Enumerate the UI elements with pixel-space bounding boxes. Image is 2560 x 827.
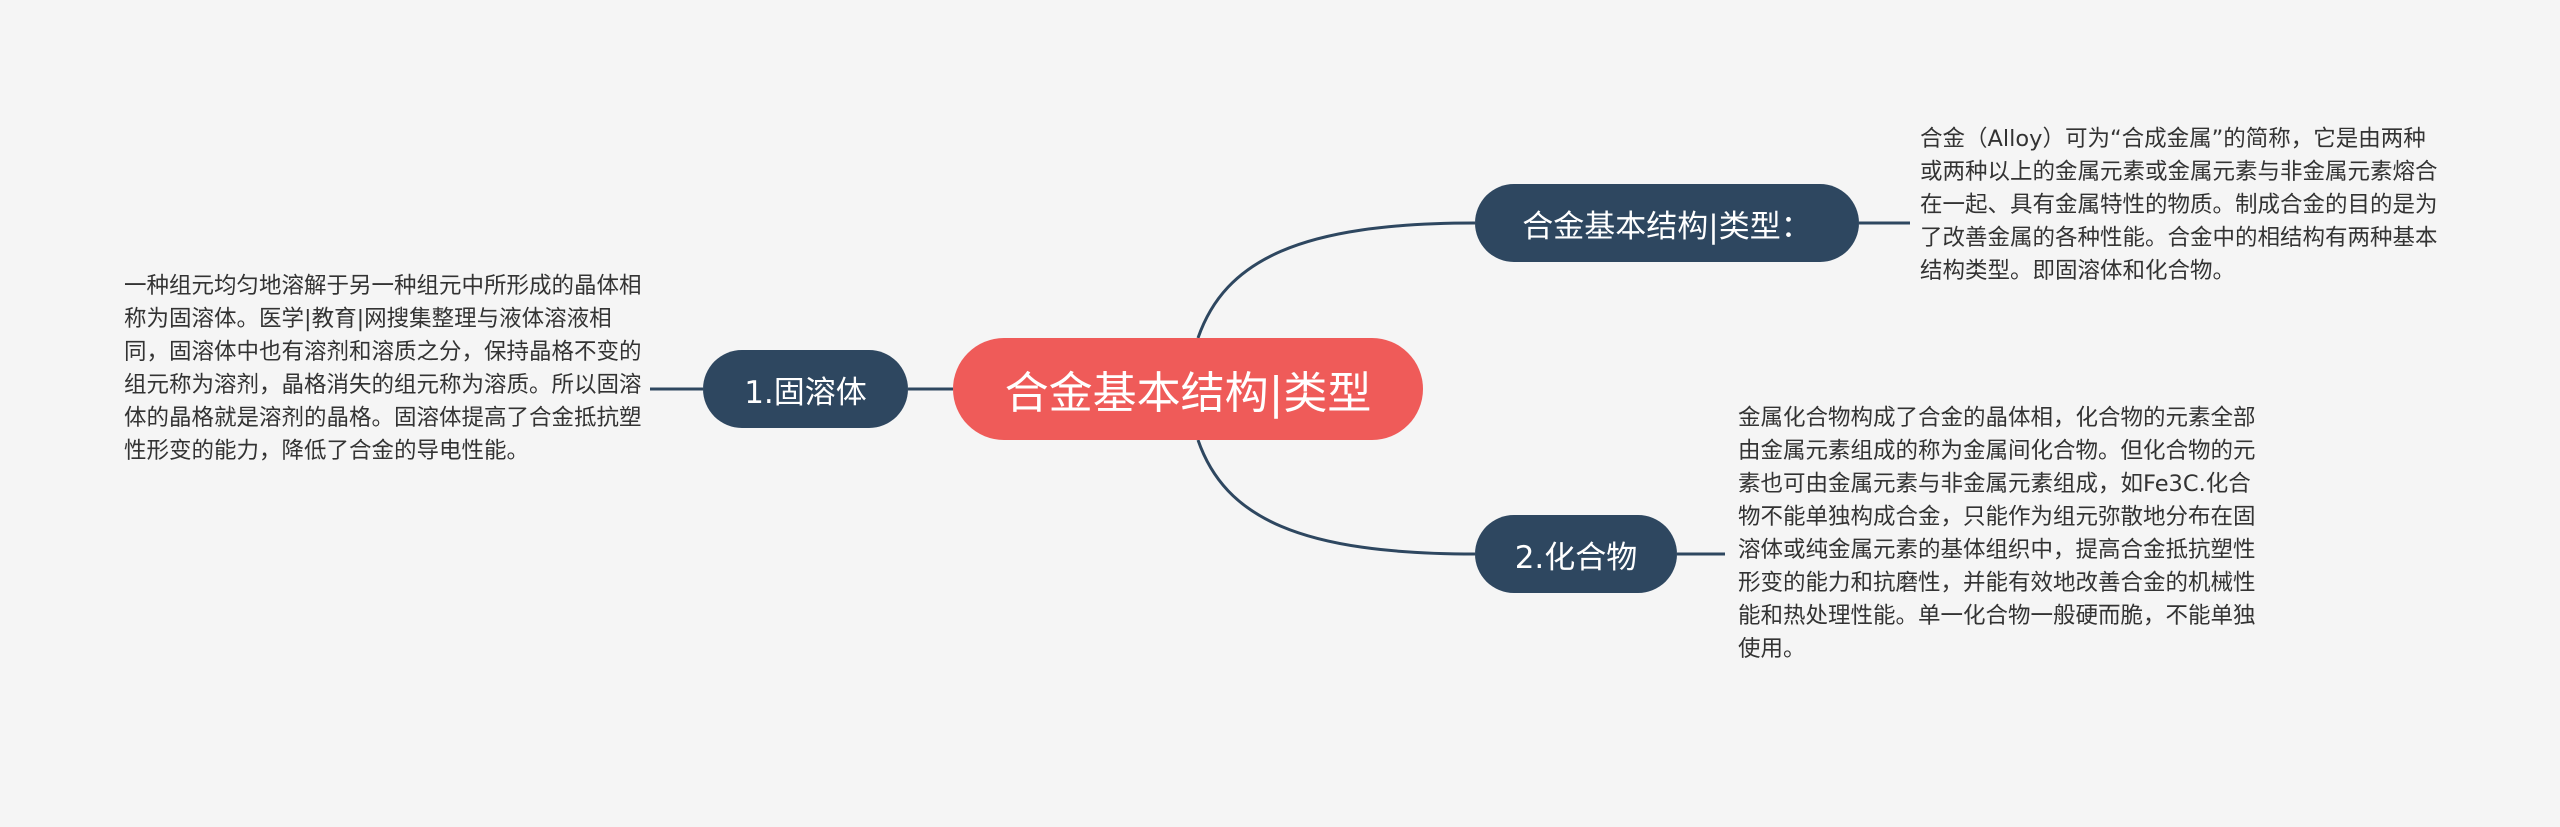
link-root-intro [1196,221,1476,339]
note-intro: 合金（Alloy）可为“合成金属”的简称，它是由两种或两种以上的金属元素或金属元… [1920,126,2438,284]
note-solid-solution: 一种组元均匀地溶解于另一种组元中所形成的晶体相称为固溶体。医学|教育|网搜集整理… [124,273,642,464]
root-topic[interactable]: 合金基本结构|类型 [953,338,1423,440]
branch-intro[interactable]: 合金基本结构|类型： [1475,184,1859,262]
branch-solid-solution[interactable]: 1.固溶体 [703,350,908,428]
branch-compound[interactable]: 2.化合物 [1475,515,1677,593]
note-compound: 金属化合物构成了合金的晶体相，化合物的元素全部由金属元素组成的称为金属间化合物。… [1738,405,2256,662]
link-root-compound [1196,439,1476,556]
